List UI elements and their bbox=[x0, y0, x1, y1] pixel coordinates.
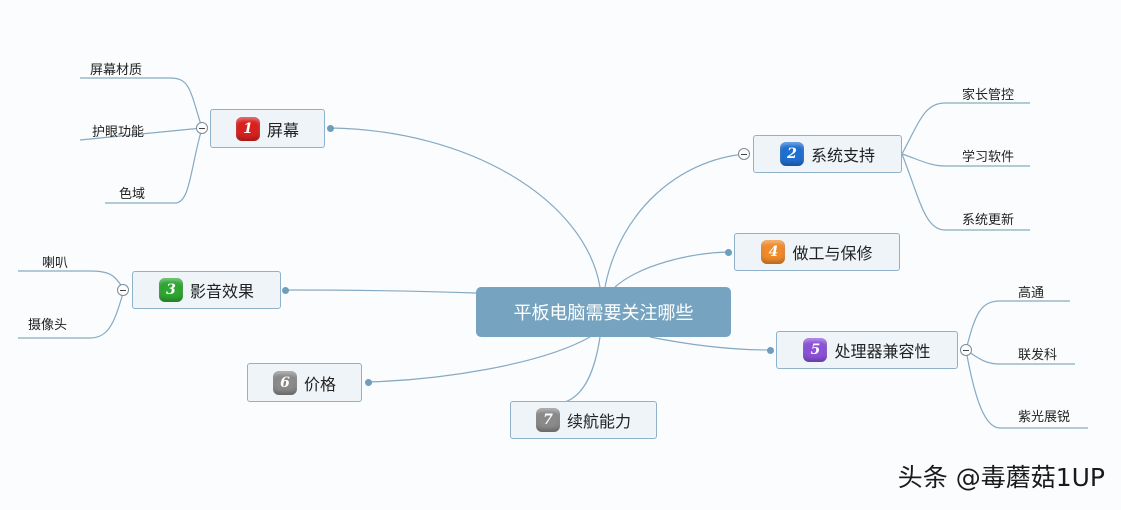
connector-dot bbox=[327, 125, 334, 132]
collapse-toggle-icon[interactable] bbox=[738, 148, 750, 160]
topic-build-warranty[interactable]: 4 做工与保修 bbox=[734, 233, 900, 271]
leaf-item[interactable]: 家长管控 bbox=[962, 88, 1015, 103]
leaf-item[interactable]: 高通 bbox=[1018, 286, 1045, 301]
number-badge-5: 5 bbox=[803, 338, 828, 362]
topic-screen[interactable]: 1 屏幕 bbox=[210, 109, 325, 148]
topic-battery-life[interactable]: 7 续航能力 bbox=[510, 401, 657, 439]
number-badge-3: 3 bbox=[158, 278, 183, 302]
leaf-item[interactable]: 学习软件 bbox=[962, 150, 1015, 165]
connector-dot bbox=[282, 287, 289, 294]
topic-label: 做工与保修 bbox=[792, 244, 873, 263]
topic-label: 处理器兼容性 bbox=[834, 342, 931, 361]
topic-audio-video[interactable]: 3 影音效果 bbox=[132, 271, 281, 309]
topic-label: 屏幕 bbox=[266, 120, 299, 140]
leaf-item[interactable]: 系统更新 bbox=[962, 213, 1015, 228]
leaf-item[interactable]: 摄像头 bbox=[28, 318, 68, 333]
number-badge-1: 1 bbox=[235, 116, 260, 141]
number-badge-7: 7 bbox=[535, 408, 560, 432]
watermark: 头条 @毒蘑菇1UP bbox=[897, 463, 1105, 492]
connector-dot bbox=[767, 347, 774, 354]
topic-label: 价格 bbox=[303, 374, 336, 394]
central-topic[interactable]: 平板电脑需要关注哪些 bbox=[476, 287, 731, 337]
connector-dot bbox=[725, 249, 732, 256]
topic-processor[interactable]: 5 处理器兼容性 bbox=[776, 331, 958, 369]
leaf-item[interactable]: 护眼功能 bbox=[92, 125, 145, 140]
leaf-item[interactable]: 紫光展锐 bbox=[1018, 410, 1071, 425]
collapse-toggle-icon[interactable] bbox=[960, 344, 972, 356]
number-badge-4: 4 bbox=[761, 240, 786, 264]
leaf-item[interactable]: 屏幕材质 bbox=[90, 63, 143, 78]
central-topic-label: 平板电脑需要关注哪些 bbox=[513, 303, 694, 324]
topic-system-support[interactable]: 2 系统支持 bbox=[753, 135, 902, 173]
leaf-item[interactable]: 喇叭 bbox=[42, 256, 69, 271]
topic-label: 续航能力 bbox=[566, 412, 631, 431]
connector-dot bbox=[365, 379, 372, 386]
leaf-item[interactable]: 联发科 bbox=[1018, 348, 1058, 363]
topic-price[interactable]: 6 价格 bbox=[247, 363, 362, 402]
topic-label: 系统支持 bbox=[810, 146, 875, 165]
number-badge-6: 6 bbox=[272, 370, 297, 395]
collapse-toggle-icon[interactable] bbox=[117, 284, 129, 296]
leaf-item[interactable]: 色域 bbox=[119, 187, 146, 202]
number-badge-2: 2 bbox=[779, 142, 804, 166]
collapse-toggle-icon[interactable] bbox=[196, 122, 208, 134]
topic-label: 影音效果 bbox=[189, 282, 254, 301]
